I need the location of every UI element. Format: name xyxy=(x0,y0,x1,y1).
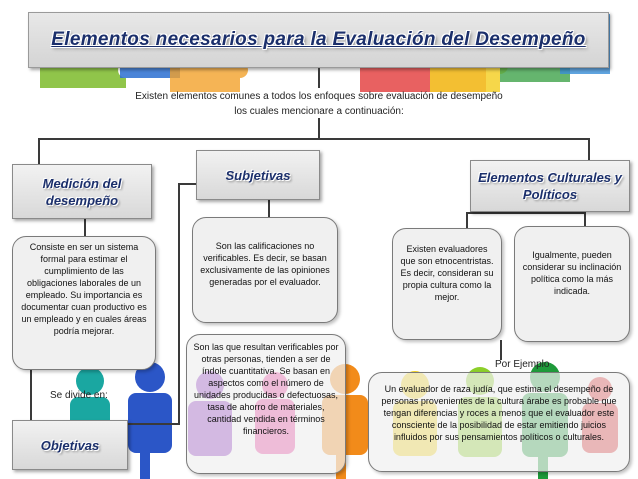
culturales-description-left: Existen evaluadores que son etnocentrist… xyxy=(392,228,502,340)
example-label: Por Ejemplo xyxy=(495,359,550,370)
connector-right-down xyxy=(588,138,590,160)
page-title: Elementos necesarios para la Evaluación … xyxy=(51,29,586,50)
heading-subjetivas: Subjetivas xyxy=(196,150,320,200)
culturales-example: Un evaluador de raza judía, que estima e… xyxy=(368,372,630,472)
divide-label: Se divide en: xyxy=(50,390,108,401)
connector-to-subjetivas-h xyxy=(178,183,198,185)
connector-intro-down xyxy=(318,118,320,138)
heading-subjetivas-label: Subjetivas xyxy=(225,167,291,183)
connector-culturales-h xyxy=(466,212,586,214)
intro-text: Existen elementos comunes a todos los en… xyxy=(135,91,503,117)
connector-culturales-right xyxy=(584,212,586,228)
connector-to-objetivas-h xyxy=(128,423,180,425)
connector-example-down xyxy=(500,340,502,360)
heading-culturales: Elementos Culturales y Políticos xyxy=(470,160,630,212)
heading-medicion: Medición del desempeño xyxy=(12,164,152,219)
heading-culturales-label: Elementos Culturales y Políticos xyxy=(478,170,622,202)
culturales-description-right: Igualmente, pueden considerar su inclina… xyxy=(514,226,630,342)
connector-divide-objetivas xyxy=(30,398,32,426)
connector-culturales-left xyxy=(466,212,468,228)
connector-subjetivas-desc xyxy=(268,200,270,218)
connector-desc-divide xyxy=(30,370,32,398)
objetivas-description: Son las que resultan verificables por ot… xyxy=(186,334,346,474)
heading-objetivas-label: Objetivas xyxy=(40,437,100,453)
connector-title-intro xyxy=(318,68,320,88)
medicion-description: Consiste en ser un sistema formal para e… xyxy=(12,236,156,370)
connector-left-down xyxy=(38,138,40,164)
subjetivas-description: Son las calificaciones no verificables. … xyxy=(192,217,338,323)
connector-to-subjetivas-v xyxy=(178,183,180,423)
connector-horizontal-main xyxy=(38,138,590,140)
title-banner: Elementos necesarios para la Evaluación … xyxy=(28,12,609,68)
heading-medicion-label: Medición del desempeño xyxy=(42,175,122,208)
heading-objetivas: Objetivas xyxy=(12,420,128,470)
person-figure-blue xyxy=(128,362,172,479)
connector-medicion-desc xyxy=(84,219,86,237)
